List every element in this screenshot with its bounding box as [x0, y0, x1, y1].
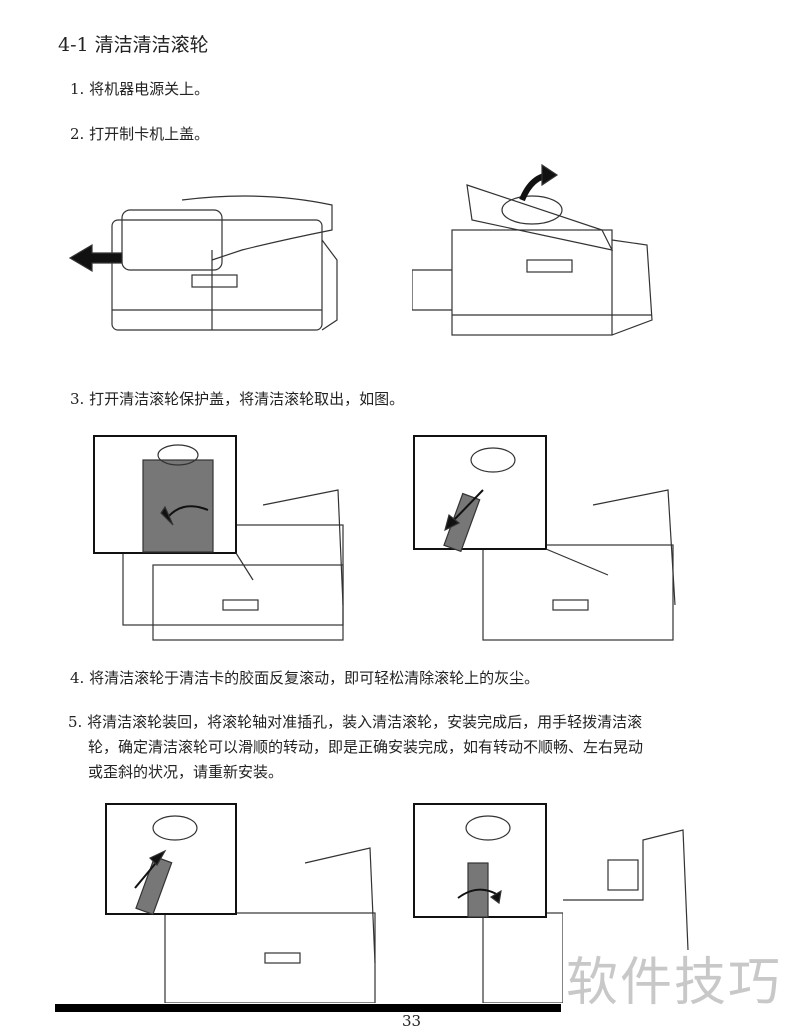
figure-install-roller-2: [413, 803, 564, 1004]
step-2: 2. 打开制卡机上盖。: [70, 125, 210, 143]
figure-hand-opening-cover: [62, 190, 352, 350]
figure-install-roller-2-right: [563, 800, 693, 960]
step-5-line-3: 或歪斜的状况，请重新安装。: [88, 763, 284, 781]
figure-install-roller-1: [105, 803, 385, 1004]
figure-remove-roller-2: [413, 435, 678, 645]
section-title: 4-1 清洁清洁滚轮: [58, 34, 209, 56]
figure-printer-cover-open: [411, 160, 662, 345]
step-3: 3. 打开清洁滚轮保护盖，将清洁滚轮取出，如图。: [70, 390, 405, 408]
watermark: 软件技巧: [566, 953, 783, 1013]
step-5-line-1: 5. 将清洁滚轮装回，将滚轮轴对准插孔，装入清洁滚轮，安装完成后，用手轻拨清洁滚: [68, 713, 643, 731]
page-number: 33: [402, 1012, 422, 1030]
footer-rule: [55, 1004, 561, 1012]
step-1: 1. 将机器电源关上。: [70, 80, 210, 98]
step-5-line-2: 轮，确定清洁滚轮可以滑顺的转动，即是正确安装完成，如有转动不顺畅、左右晃动: [88, 738, 644, 756]
figure-remove-roller-1: [93, 435, 353, 645]
step-4: 4. 将清洁滚轮于清洁卡的胶面反复滚动，即可轻松清除滚轮上的灰尘。: [70, 669, 540, 687]
step-5: 5. 将清洁滚轮装回，将滚轮轴对准插孔，装入清洁滚轮，安装完成后，用手轻拨清洁滚…: [68, 710, 738, 785]
